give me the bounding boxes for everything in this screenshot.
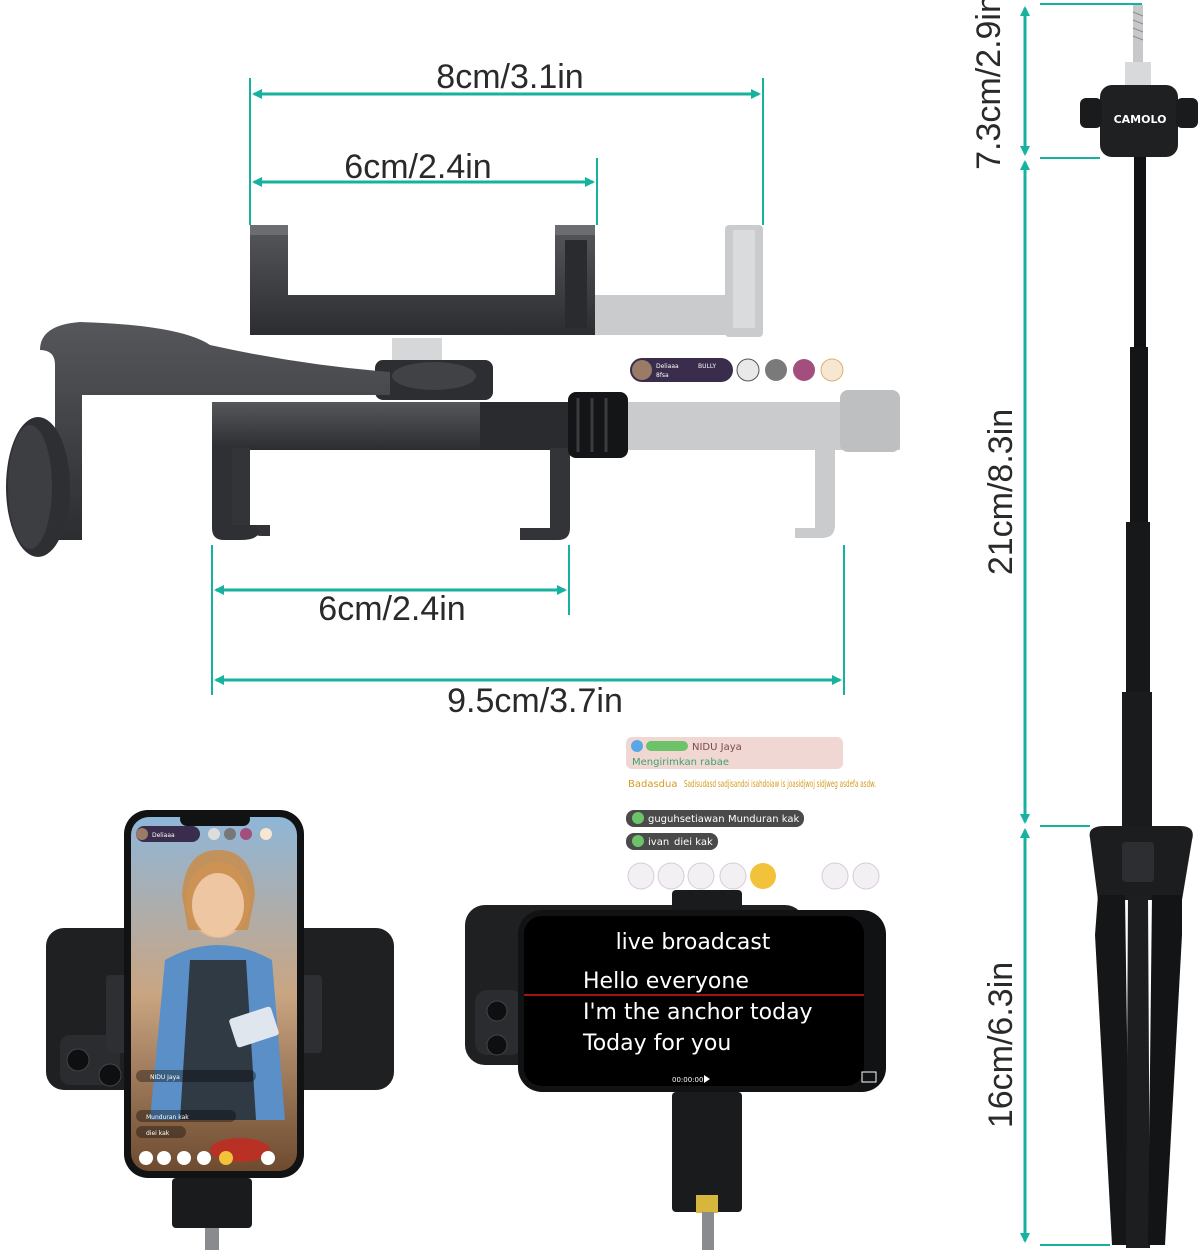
top-user-badge: BULLY	[698, 363, 716, 370]
teleprompter-line-0: Hello everyone	[583, 969, 749, 994]
chat-text-0: Mengirimkan rabae	[632, 757, 729, 768]
top-user-sub: 8fsa	[656, 372, 669, 379]
avatar	[820, 358, 844, 382]
clamp-open-width: 8cm/3.1in	[436, 58, 583, 96]
dimension-lines-right	[1020, 3, 1142, 1246]
phone-portrait-mount: Deliaaa NIDU Jaya Munduran kak diei kak	[46, 810, 394, 1250]
phone-holder	[212, 390, 900, 540]
chat-text-2: Munduran kak	[728, 814, 799, 825]
pole-height-label: 21cm/8.3in	[982, 409, 1020, 575]
teleprompter-timer: 00:00:00	[672, 1076, 703, 1084]
holder-closed-width: 6cm/2.4in	[318, 590, 465, 628]
chat-text-1: Sadisudasd sadjisandoi isahdoiaw is joas…	[684, 779, 876, 790]
head-height-label: 7.3cm/2.9in	[970, 0, 1008, 170]
dimension-lines-top	[211, 78, 845, 695]
mini-chat-3: diei kak	[146, 1130, 170, 1137]
phone-clamp	[250, 225, 763, 337]
mount-knob	[375, 338, 493, 400]
teleprompter-line-1: I'm the anchor today	[583, 1000, 813, 1025]
top-user-name: Deliaaa	[656, 363, 679, 370]
tripod-height-label: 16cm/6.3in	[982, 962, 1020, 1128]
control-row	[627, 862, 880, 890]
teleprompter-line-2: Today for you	[582, 1031, 731, 1056]
avatar	[736, 358, 760, 382]
chat-user-1: Badasdua	[628, 779, 678, 790]
mini-control-row	[139, 1151, 275, 1165]
mini-chat-2: Munduran kak	[146, 1114, 189, 1121]
mini-top-user: Deliaaa	[152, 832, 175, 839]
chat-user-2: guguhsetiawan	[648, 814, 725, 825]
chat-user-3: ivan	[648, 837, 669, 848]
avatar	[793, 359, 815, 381]
chat-user-0: NIDU Jaya	[692, 742, 742, 753]
live-chat-overlay: NIDU Jaya Mengirimkan rabae Badasdua Sad…	[626, 737, 880, 890]
brand-logo: CAMOLO	[1114, 113, 1167, 126]
play-icon	[704, 1075, 710, 1083]
menu-icon	[861, 1071, 877, 1083]
selfie-stick: CAMOLO	[1080, 5, 1198, 1248]
teleprompter-title: live broadcast	[616, 930, 771, 955]
phone-landscape-mount: live broadcast Hello everyone I'm the an…	[465, 890, 886, 1250]
clamp-closed-width: 6cm/2.4in	[344, 148, 491, 186]
holder-open-width: 9.5cm/3.7in	[447, 682, 623, 720]
avatar	[765, 359, 787, 381]
chat-text-3: diei kak	[674, 837, 713, 848]
l-bracket	[6, 322, 390, 557]
mini-chat-user: NIDU Jaya	[150, 1074, 180, 1081]
avatar	[632, 360, 652, 380]
live-top-bar: Deliaaa BULLY 8fsa	[630, 358, 844, 382]
